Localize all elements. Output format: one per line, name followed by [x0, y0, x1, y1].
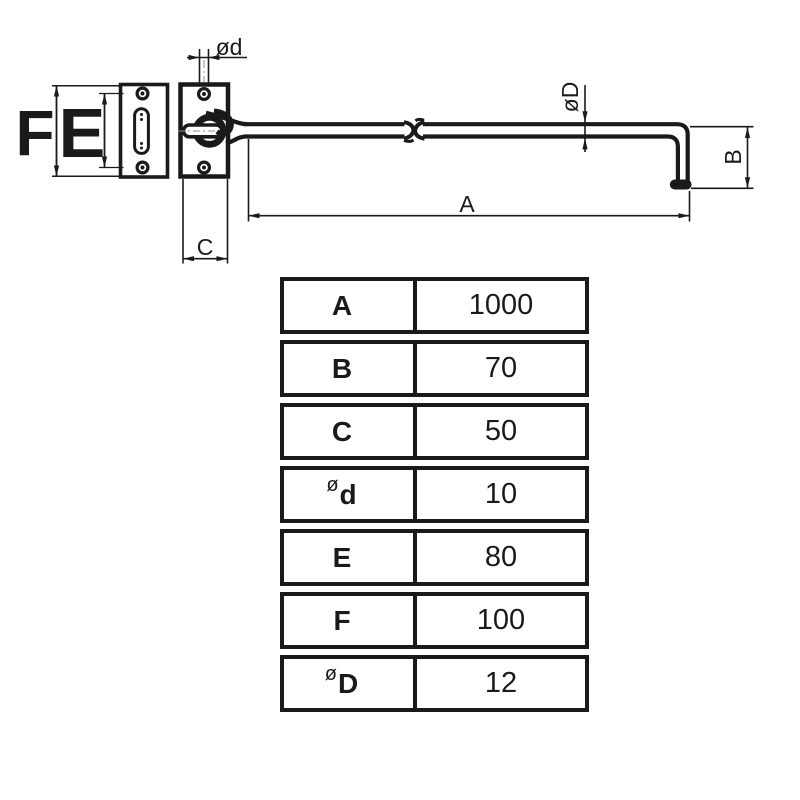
side-hole-top-center — [140, 91, 145, 96]
slot-center-mark — [140, 146, 143, 150]
table-label: A — [331, 289, 353, 321]
table-value-cell: 100 — [417, 596, 585, 645]
table-label-cell: C — [284, 407, 417, 456]
table-value-cell: 12 — [417, 659, 585, 708]
table-value: 70 — [484, 352, 518, 384]
table-value: 100 — [476, 604, 526, 636]
table-label: E — [332, 541, 352, 573]
dim-e-arrow-down — [101, 156, 108, 168]
slot-center-mark — [140, 113, 143, 116]
hook-rod — [244, 117, 692, 190]
table-value: 12 — [484, 667, 518, 699]
side-slot — [133, 107, 150, 155]
label-e: E — [59, 94, 106, 172]
table-label-cell: E — [284, 533, 417, 582]
slot-center-mark — [140, 142, 143, 145]
table-label-cell: A — [284, 281, 417, 330]
diameter-symbol: ø — [324, 663, 337, 685]
table-value: 80 — [484, 541, 518, 573]
side-view-counter-plate — [52, 82, 170, 179]
hook-eye-knot — [213, 108, 234, 137]
dim-d-arrow-right — [208, 54, 220, 61]
table-value-cell: 70 — [417, 344, 585, 393]
table-label-cell: B — [284, 344, 417, 393]
label-a: A — [459, 191, 475, 217]
rod-break-left — [403, 120, 416, 141]
label-dia-D: øD — [557, 82, 583, 113]
rod-break-tail-low — [403, 138, 415, 143]
front-view-hook-plate — [178, 60, 248, 179]
dim-f-arrow-up — [53, 85, 60, 97]
table-value: 10 — [484, 478, 518, 510]
rod-break-right — [412, 120, 425, 141]
table-label: F — [333, 604, 351, 636]
label-b: B — [720, 149, 746, 164]
table-row: C 50 — [280, 403, 589, 460]
dim-f-arrow-down — [53, 165, 60, 177]
dim-c-arrow-right — [216, 256, 228, 262]
dim-c-arrow-left — [183, 256, 194, 262]
label-f: F — [15, 97, 54, 169]
table-value-cell: 10 — [417, 470, 585, 519]
table-value: 50 — [484, 415, 518, 447]
table-label: d — [339, 478, 357, 510]
table-value-cell: 1000 — [417, 281, 585, 330]
dim-D-arrow-down — [582, 111, 588, 123]
table-label: D — [337, 667, 359, 699]
rod-inner-edge — [423, 134, 680, 183]
table-label: C — [331, 415, 353, 447]
table-value-cell: 80 — [417, 533, 585, 582]
diameter-symbol: ø — [326, 474, 339, 496]
table-row: A 1000 — [280, 277, 589, 334]
dim-a-arrow-right — [678, 213, 690, 219]
rod-break-tail-high — [414, 117, 425, 123]
label-c: C — [197, 234, 214, 260]
table-value-cell: 50 — [417, 407, 585, 456]
slot-center-mark — [140, 118, 143, 121]
dim-d-arrow-left — [188, 54, 200, 61]
table-row: F 100 — [280, 592, 589, 649]
front-hole-top-center — [202, 92, 206, 96]
hook-tip — [669, 179, 692, 190]
label-dia-d: ød — [216, 34, 243, 60]
dim-b-arrow-up — [744, 127, 751, 138]
dim-b-arrow-down — [744, 177, 751, 189]
rod-neck-bottom — [225, 134, 248, 146]
dim-D-arrow-up — [582, 138, 588, 150]
dimensions — [182, 49, 754, 264]
dim-e-arrow-up — [101, 93, 108, 105]
table-row: E 80 — [280, 529, 589, 586]
front-hole-bottom-center — [202, 165, 206, 170]
rod-outer-edge — [423, 122, 690, 185]
table-label-cell: F — [284, 596, 417, 645]
dim-a-arrow-left — [248, 213, 260, 219]
table-label: B — [331, 352, 353, 384]
side-hole-bottom-center — [140, 165, 145, 170]
table-row: B 70 — [280, 340, 589, 397]
table-value: 1000 — [468, 289, 534, 321]
